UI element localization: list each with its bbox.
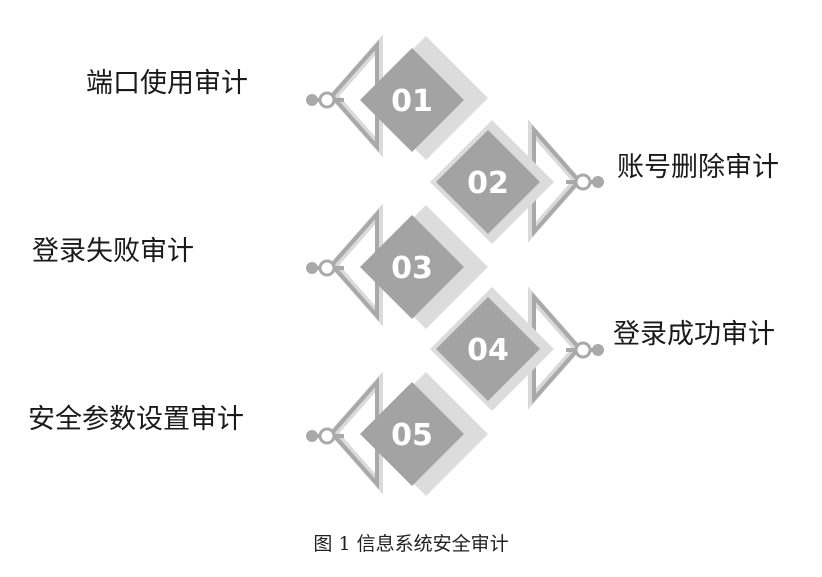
diamond	[436, 297, 540, 401]
connector-dot	[306, 262, 318, 274]
step-01: 01	[306, 34, 488, 160]
step-02: 02	[430, 119, 604, 244]
step-number: 01	[391, 84, 433, 119]
step-number: 05	[391, 418, 433, 453]
connector-dot	[306, 94, 318, 106]
diamond	[360, 382, 464, 486]
step-04: 04	[430, 286, 604, 411]
step-04-label: 登录成功审计	[613, 319, 775, 350]
step-number: 03	[391, 251, 433, 286]
step-02-label: 账号删除审计	[617, 152, 779, 183]
diamond	[360, 215, 464, 319]
step-number: 02	[467, 166, 509, 201]
connector-node	[318, 259, 336, 277]
connector-dot	[592, 344, 604, 356]
connector-node	[318, 427, 336, 445]
diamond	[436, 130, 540, 234]
step-01-label: 端口使用审计	[86, 68, 248, 99]
step-number: 04	[467, 333, 509, 368]
connector-node	[574, 173, 592, 191]
step-03-label: 登录失败审计	[32, 236, 194, 267]
connector-dot	[306, 430, 318, 442]
figure-caption: 图 1 信息系统安全审计	[313, 533, 509, 555]
connector-node	[318, 91, 336, 109]
diamond	[360, 48, 464, 152]
step-03: 03	[306, 203, 488, 329]
step-05-label: 安全参数设置审计	[28, 404, 244, 435]
step-05: 05	[306, 371, 488, 496]
connector-dot	[592, 176, 604, 188]
connector-node	[574, 341, 592, 359]
